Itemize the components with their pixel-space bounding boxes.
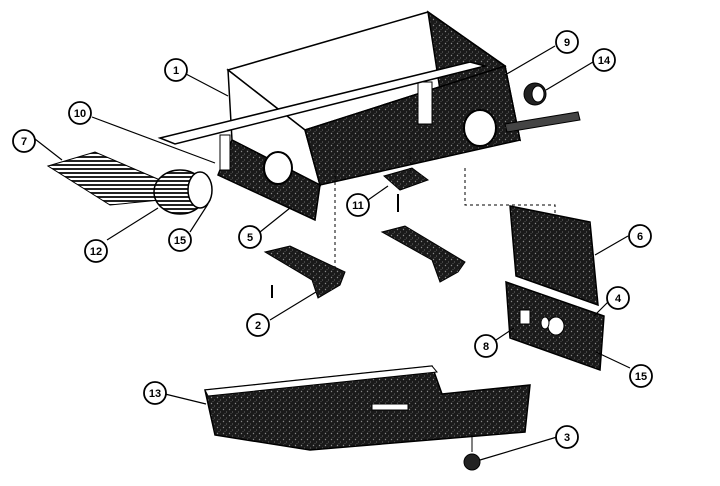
bottom-tray	[204, 365, 531, 451]
callout-circle	[168, 228, 192, 252]
callout-label: 5	[247, 232, 253, 244]
guide-lines	[334, 150, 556, 270]
callout-11: 11	[346, 193, 370, 217]
callout-label: 10	[74, 108, 86, 120]
callout-circle	[143, 381, 167, 405]
callout-15: 15	[629, 364, 653, 388]
callout-3: 3	[555, 425, 579, 449]
callout-circle	[592, 48, 616, 72]
callout-circle	[629, 364, 653, 388]
filter-strip	[46, 151, 161, 206]
callout-label: 15	[174, 235, 186, 247]
callout-circle	[346, 193, 370, 217]
callout-14: 14	[592, 48, 616, 72]
callout-4: 4	[606, 286, 630, 310]
callout-circle	[555, 30, 579, 54]
callout-label: 14	[598, 55, 611, 67]
callout-label: 8	[483, 341, 489, 353]
callout-label: 15	[635, 371, 647, 383]
knob	[463, 435, 481, 471]
callout-12: 12	[84, 239, 108, 263]
callout-label: 1	[173, 65, 179, 77]
callout-5: 5	[238, 225, 262, 249]
callout-label: 2	[255, 320, 261, 332]
callout-circle	[238, 225, 262, 249]
callout-label: 13	[149, 388, 161, 400]
end-cap	[523, 82, 547, 106]
callout-1: 1	[164, 58, 188, 82]
callout-6: 6	[628, 224, 652, 248]
callout-circle	[246, 313, 270, 337]
callout-circle	[84, 239, 108, 263]
callout-circle	[474, 334, 498, 358]
side-panel	[509, 205, 599, 307]
callout-15: 15	[168, 228, 192, 252]
callout-label: 4	[615, 293, 622, 305]
callout-7: 7	[12, 129, 36, 153]
main-housing	[217, 10, 522, 222]
callout-label: 9	[564, 37, 570, 49]
callout-8: 8	[474, 334, 498, 358]
callout-circle	[628, 224, 652, 248]
right-bracket	[380, 225, 466, 283]
callout-circle	[606, 286, 630, 310]
callout-13: 13	[143, 381, 167, 405]
callout-circle	[164, 58, 188, 82]
leader-lines	[34, 45, 631, 461]
callout-label: 6	[637, 231, 643, 243]
callout-label: 11	[352, 200, 364, 212]
callout-circle	[12, 129, 36, 153]
left-bracket	[263, 245, 346, 299]
callout-circle	[555, 425, 579, 449]
callout-label: 3	[564, 432, 570, 444]
clip-part	[382, 167, 430, 212]
callout-label: 7	[21, 136, 27, 148]
callout-label: 12	[90, 246, 102, 258]
callout-2: 2	[246, 313, 270, 337]
callout-circle	[68, 101, 92, 125]
rail-bar	[157, 61, 581, 145]
control-panel	[505, 280, 605, 372]
callout-9: 9	[555, 30, 579, 54]
blower-wheel	[153, 169, 213, 215]
callout-10: 10	[68, 101, 92, 125]
